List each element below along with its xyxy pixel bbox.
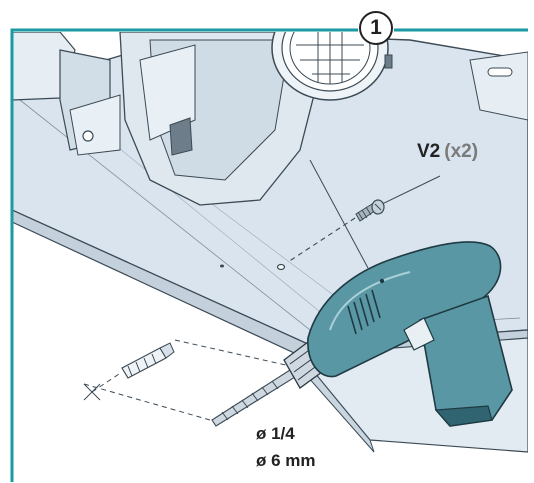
- screw-code: V2: [417, 141, 441, 162]
- screw-v2: [287, 175, 441, 263]
- screw-label: V2(x2): [417, 141, 478, 163]
- leader-line: [309, 159, 369, 269]
- drill-size-imperial: ø 1/4: [256, 424, 295, 443]
- frame: [10, 28, 528, 482]
- unit-illustration: [12, 32, 528, 482]
- wall-plug: [121, 342, 175, 379]
- step-number: 1: [370, 16, 382, 39]
- fan-wheel: [271, 32, 389, 101]
- drill-bit: [211, 369, 296, 427]
- drill-size-metric: ø 6 mm: [256, 451, 316, 470]
- target-mark: [83, 339, 291, 421]
- screw-quantity: (x2): [444, 141, 479, 162]
- step-number-badge: 1: [359, 11, 393, 45]
- drill: [283, 241, 513, 427]
